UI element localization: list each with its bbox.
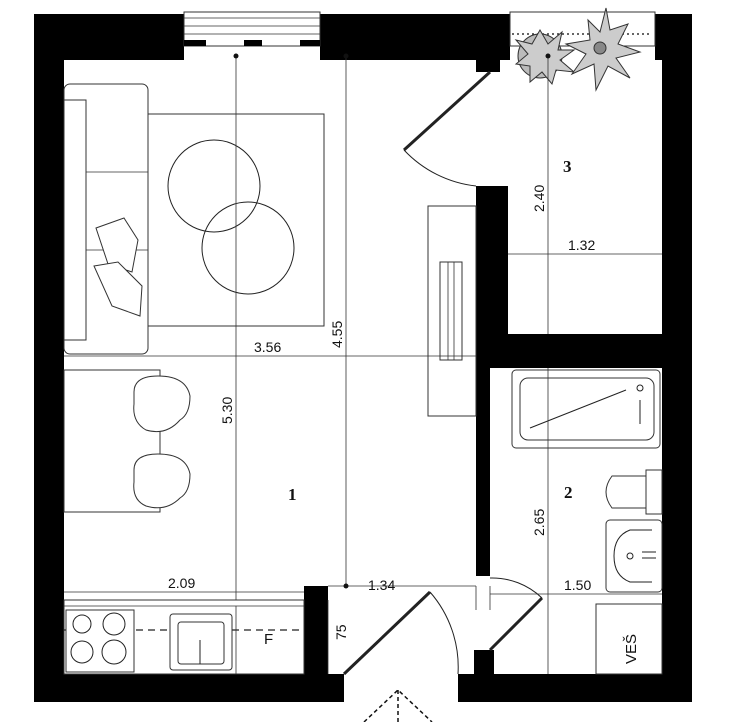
sofa <box>63 83 149 355</box>
wall-partition-horizontal <box>476 334 676 368</box>
fridge-label: F <box>264 631 273 648</box>
dim-356: 3.56 <box>254 339 281 355</box>
dim-150: 1.50 <box>564 577 591 593</box>
wall-door-jamb <box>474 650 494 680</box>
door-entrance <box>342 590 459 676</box>
window-top <box>183 11 321 47</box>
room-label-1: 1 <box>288 485 297 504</box>
dim-209: 2.09 <box>168 575 195 591</box>
dim-265: 2.65 <box>531 509 547 536</box>
wall-kitchen-pillar <box>304 586 328 676</box>
dim-240: 2.40 <box>531 185 547 212</box>
door-balcony <box>402 70 492 187</box>
wall-partition-lower <box>476 348 490 576</box>
plant-icon <box>514 7 642 92</box>
washbasin <box>605 519 663 593</box>
dimension-lines <box>64 53 662 674</box>
wall-partition-upper <box>476 186 508 348</box>
bathtub <box>511 369 661 449</box>
dim-134: 1.34 <box>368 577 395 593</box>
laundry-machine <box>595 603 663 675</box>
entrance-arrow <box>363 688 433 722</box>
dim-455: 4.55 <box>329 321 345 348</box>
room-label-2: 2 <box>564 483 573 502</box>
wall-bottom-left <box>34 674 344 702</box>
laundry-label: VEŠ <box>623 634 640 664</box>
wall-jamb-top <box>476 50 500 72</box>
kitchen-counter <box>63 599 305 675</box>
door-bathroom <box>488 577 544 652</box>
toilet <box>605 469 663 515</box>
wall-left <box>34 14 64 702</box>
dim-530: 5.30 <box>219 397 235 424</box>
room-label-3: 3 <box>563 157 572 176</box>
tv-unit <box>427 205 477 417</box>
dining-table <box>63 369 191 513</box>
dim-75: 75 <box>333 624 349 640</box>
wall-top-left <box>34 14 184 60</box>
wall-bottom-right <box>458 674 692 702</box>
dim-132: 1.32 <box>568 237 595 253</box>
walls <box>34 14 692 702</box>
